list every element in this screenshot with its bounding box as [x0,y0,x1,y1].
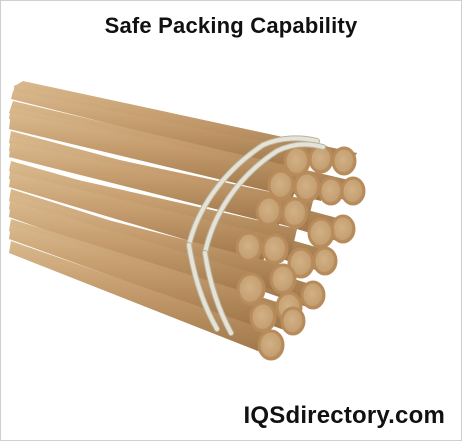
binding-straps [186,135,326,336]
brand-watermark: IQSdirectory.com [243,402,445,429]
tube-ends [235,144,366,361]
image-title: Safe Packing Capability [104,13,358,38]
